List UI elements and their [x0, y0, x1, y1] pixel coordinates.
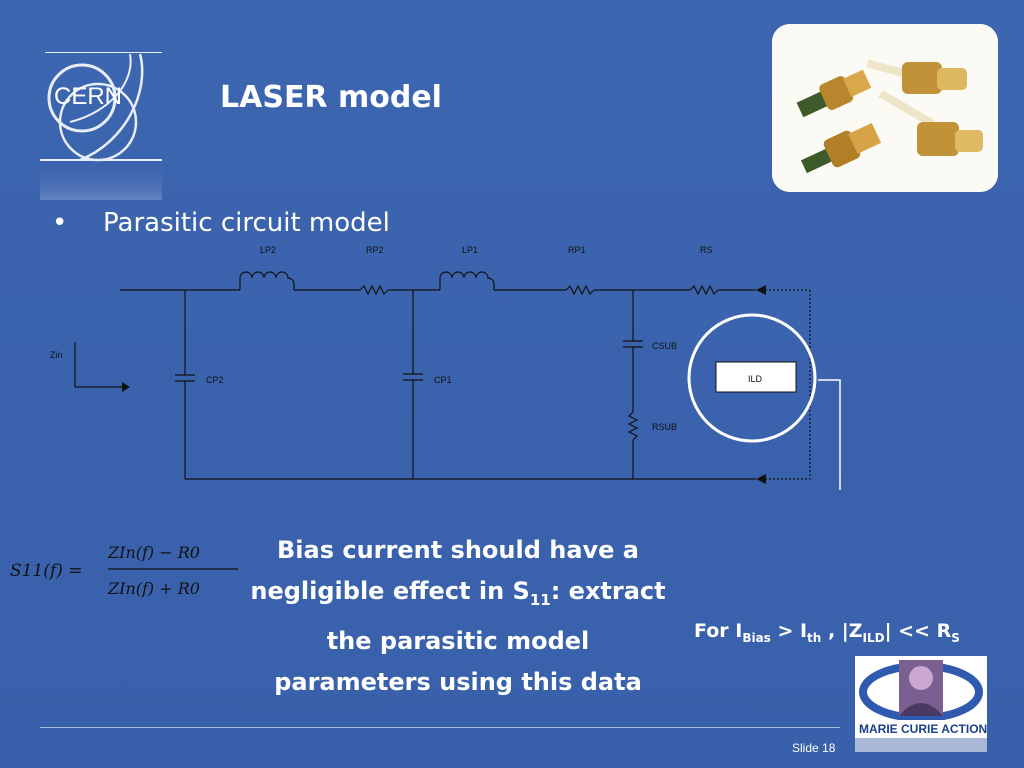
rp2-label: RP2: [366, 245, 384, 255]
svg-text:MARIE CURIE ACTIONS: MARIE CURIE ACTIONS: [859, 722, 987, 736]
lp1-label: LP1: [462, 245, 478, 255]
cp1-label: CP1: [434, 375, 452, 385]
cern-logo: CERN: [40, 51, 162, 200]
circuit-diagram: ILD LP2 RP2 LP1 RP1 RS Zin CP2 CP1 CSUB …: [50, 245, 841, 490]
cp2-label: CP2: [206, 375, 224, 385]
footer-divider: [40, 727, 840, 728]
ild-label: ILD: [748, 374, 763, 384]
bias-note: Bias current should have a negligible ef…: [250, 536, 666, 696]
bullet-marker: •: [52, 208, 68, 238]
svg-text:ZIn(f) − R0: ZIn(f) − R0: [107, 543, 200, 562]
csub-label: CSUB: [652, 341, 677, 351]
marie-curie-logo: MARIE CURIE ACTIONS: [855, 656, 987, 752]
s11-formula: S11(f) = ZIn(f) − R0 ZIn(f) + R0: [10, 543, 238, 598]
lp2-label: LP2: [260, 245, 276, 255]
laser-photo: [772, 24, 998, 192]
svg-text:S11(f) =: S11(f) =: [10, 561, 82, 581]
bullet-parasitic-circuit: Parasitic circuit model: [103, 208, 390, 238]
bias-condition: For IBias > Ith , |ZILD| << RS: [694, 620, 960, 645]
rsub-label: RSUB: [652, 422, 677, 432]
slide-number: Slide 18: [792, 741, 836, 755]
zin-label: Zin: [50, 350, 63, 360]
slide-title: LASER model: [220, 80, 442, 115]
rs-label: RS: [700, 245, 713, 255]
svg-text:CERN: CERN: [54, 83, 122, 110]
svg-text:ZIn(f) + R0: ZIn(f) + R0: [107, 579, 200, 598]
rp1-label: RP1: [568, 245, 586, 255]
